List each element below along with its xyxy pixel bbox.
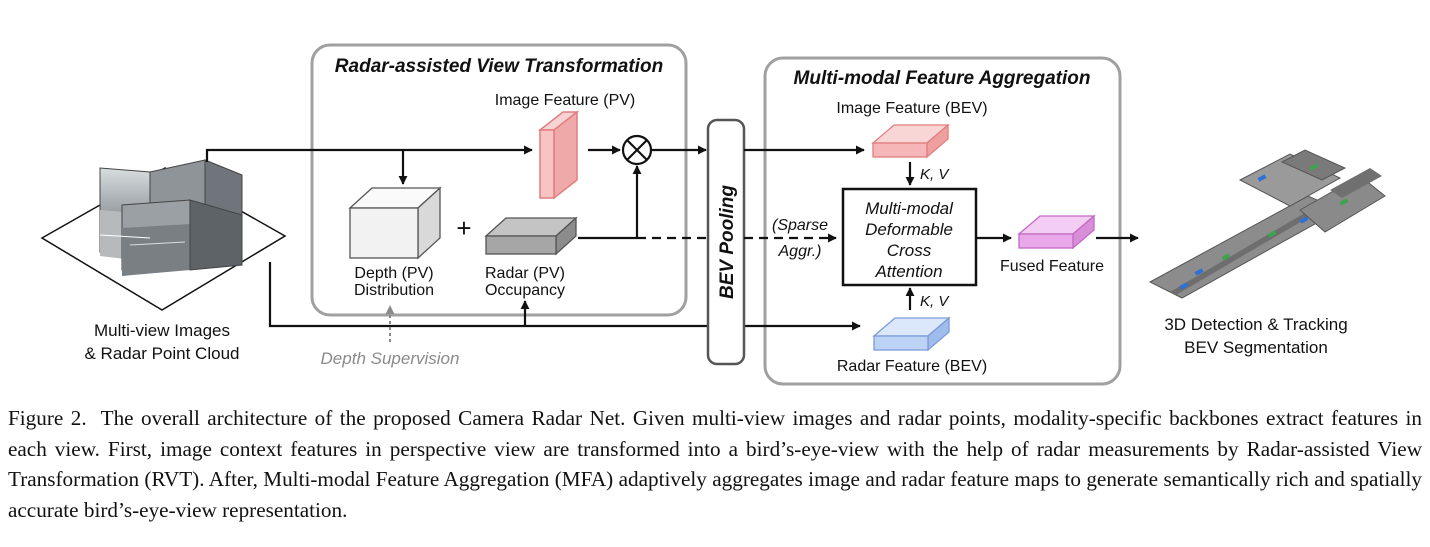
attention-line3: Cross (887, 241, 932, 260)
output-label-line2: BEV Segmentation (1184, 338, 1328, 357)
bev-pooling-bar (706, 118, 746, 366)
radar-path-line (268, 262, 861, 331)
attention-block (841, 187, 978, 287)
radar-pv-label-line2: Occupancy (485, 282, 565, 299)
radar-pv-cuboid (484, 216, 578, 256)
depth-pv-cuboid (348, 186, 442, 260)
image-feature-bev-slab (871, 123, 950, 159)
plus-symbol: + (456, 213, 471, 243)
bev-pooling-label: BEV Pooling (717, 185, 738, 299)
image-feature-pv-label: Image Feature (PV) (495, 92, 636, 109)
depth-pv-label-line2: Distribution (354, 282, 434, 299)
multiply-node-icon (621, 134, 653, 166)
attention-line2: Deformable (865, 220, 953, 239)
rvt-group-box (310, 43, 688, 317)
figure-caption: Figure 2.The overall architecture of the… (8, 403, 1422, 525)
radar-pv-label-line1: Radar (PV) (485, 265, 565, 282)
caption-text: The overall architecture of the proposed… (8, 406, 1422, 522)
radar-feature-bev-slab (872, 316, 951, 352)
architecture-diagram: Radar-assisted View Transformation Multi… (40, 43, 1386, 386)
depth-supervision-label: Depth Supervision (321, 349, 460, 368)
sparse-aggr-line1: (Sparse (772, 217, 828, 234)
bev-scene-output-icon (1148, 149, 1386, 299)
output-label-line1: 3D Detection & Tracking (1164, 315, 1347, 334)
multiview-images-radar-icon (40, 159, 287, 311)
attention-line4: Attention (874, 262, 942, 281)
mfa-title: Multi-modal Feature Aggregation (794, 68, 1091, 89)
attention-line1: Multi-modal (865, 199, 954, 218)
fused-feature-slab (1017, 214, 1096, 250)
fused-feature-label: Fused Feature (1000, 258, 1104, 275)
image-feature-bev-label: Image Feature (BEV) (836, 100, 987, 117)
radar-feature-bev-label: Radar Feature (BEV) (837, 358, 987, 375)
input-label-line2: & Radar Point Cloud (85, 344, 240, 363)
kv-bottom-label: K, V (920, 293, 950, 310)
rvt-title: Radar-assisted View Transformation (335, 56, 663, 77)
image-path-arrow (205, 145, 533, 162)
depth-pv-label-line1: Depth (PV) (354, 265, 433, 282)
image-feature-pv-slab (537, 110, 580, 200)
kv-top-label: K, V (920, 166, 950, 183)
caption-label: Figure 2. (8, 406, 87, 430)
input-label-line1: Multi-view Images (94, 321, 230, 340)
sparse-aggr-line2: Aggr.) (778, 243, 822, 260)
mfa-group-box (763, 56, 1122, 386)
